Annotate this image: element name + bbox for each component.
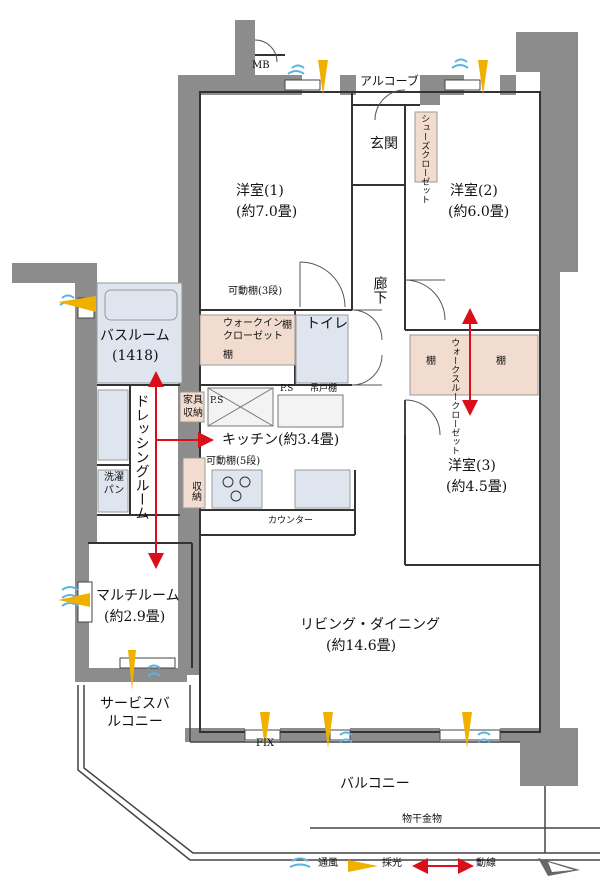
- living-dining-size: (約14.6畳): [326, 638, 397, 654]
- shoe-closet-label: シューズクローゼット: [419, 114, 430, 204]
- wet-areas: [96, 282, 351, 513]
- alcove-label: アルコーブ: [360, 74, 419, 88]
- bathroom-size: (1418): [112, 348, 159, 364]
- walk-through-closet-label: ウォークスルークローゼット: [449, 338, 460, 455]
- fix-window-label: FIX: [256, 738, 275, 749]
- legend-light-label: 採光: [382, 858, 402, 869]
- toilet-label: トイレ: [306, 316, 348, 332]
- western-room-1-name: 洋室(1): [236, 183, 284, 199]
- hanging-cupboard-label: 吊戸棚: [310, 384, 338, 394]
- laundry-hardware-label: 物干金物: [402, 814, 442, 825]
- bathroom-name: バスルーム: [100, 328, 170, 344]
- counter-label: カウンター: [268, 516, 314, 526]
- balconies: [77, 685, 600, 861]
- shelf-b-label: 棚: [223, 350, 233, 361]
- shelf-d-label: 棚: [496, 356, 506, 367]
- western-room-3-name: 洋室(3): [448, 458, 496, 474]
- dressing-room-label: ドレッシングルーム: [133, 394, 150, 520]
- western-room-1-size: (約7.0畳): [236, 204, 298, 220]
- western-room-3-size: (約4.5畳): [446, 479, 508, 495]
- furniture-storage-label: 家具収納: [183, 395, 203, 419]
- balcony-label: バルコニー: [340, 776, 410, 792]
- legend-flow-label: 動線: [476, 858, 496, 869]
- wind-icons: [59, 58, 491, 743]
- shelf-a-label: 棚: [282, 320, 292, 331]
- legend-graphics: [289, 857, 474, 874]
- mb-label: MB: [252, 60, 270, 71]
- multi-room-size: (約2.9畳): [104, 609, 166, 625]
- kitchen-label: キッチン(約3.4畳): [222, 432, 340, 448]
- shelf-c-label: 棚: [426, 356, 436, 367]
- service-balcony-label: サービスバルコニー: [100, 696, 170, 730]
- walk-in-closet-label: ウォークインクローゼット: [223, 318, 283, 342]
- light-icons: [58, 60, 488, 748]
- multi-room-name: マルチルーム: [96, 588, 180, 604]
- hallway-label: 廊下: [371, 276, 388, 304]
- western-room-2-name: 洋室(2): [450, 183, 498, 199]
- ps-1-label: P.S: [210, 396, 224, 406]
- ps-2-label: P.S: [280, 384, 294, 394]
- door-swings: [254, 39, 446, 436]
- flow-arrows: [148, 308, 478, 569]
- adjustable-shelf-3-label: 可動棚(3段): [228, 286, 283, 297]
- ps-boxes: [207, 387, 344, 428]
- living-dining-name: リビング・ダイニング: [300, 617, 440, 633]
- washing-pan-label: 洗濯パン: [103, 472, 125, 496]
- adjustable-shelf-5-label: 可動棚(5段): [206, 456, 261, 467]
- storage-label: 収納: [189, 481, 201, 501]
- stove: [222, 476, 251, 502]
- legend-wind-label: 通風: [318, 858, 338, 869]
- compass-icon: [538, 858, 580, 876]
- entrance-label: 玄関: [370, 136, 398, 152]
- western-room-2-size: (約6.0畳): [448, 204, 510, 220]
